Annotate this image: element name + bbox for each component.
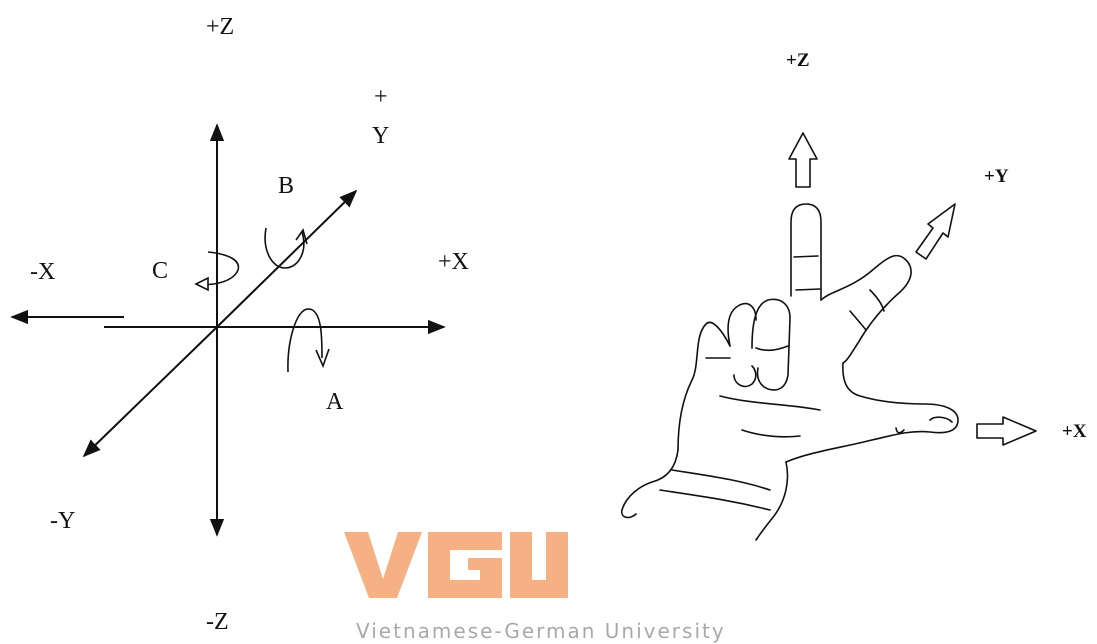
- y-plus-sign-label: +: [374, 84, 388, 110]
- y-letter-label: Y: [372, 123, 389, 149]
- y-axis: [216, 189, 358, 328]
- y-negative-label: -Y: [50, 508, 75, 534]
- rotation-a-arrowhead: [315, 348, 330, 369]
- right-axis-labels: +Z +Y +X: [786, 50, 1087, 442]
- left-axes-diagram: [10, 123, 446, 537]
- vgu-logo: [344, 532, 568, 598]
- rotation-b-arrowhead: [295, 228, 308, 245]
- right-hand-rule-diagram: [620, 132, 1037, 541]
- logo-letter-g: [428, 532, 502, 598]
- palm-line-1: [719, 395, 821, 411]
- thumb: [785, 362, 959, 463]
- thumb-nail: [929, 416, 953, 423]
- hand-drawing: [620, 203, 959, 541]
- z-negative-label: -Z: [206, 609, 229, 635]
- rotation-c-arrow: [196, 251, 240, 286]
- z-positive-label: +Z: [206, 14, 234, 40]
- cuff-line-1: [671, 469, 771, 491]
- thumb-crease: [895, 427, 905, 434]
- cuff-line-2: [659, 489, 771, 511]
- rotation-c-arrowhead: [194, 276, 209, 292]
- rotation-a-label: A: [326, 389, 344, 415]
- x-negative-label: -X: [30, 259, 55, 285]
- y-axis-negative: [82, 326, 218, 458]
- watermark-caption: Vietnamese-German University: [356, 619, 726, 643]
- vgu-watermark: Vietnamese-German University: [344, 532, 726, 643]
- middle-finger-crease-1: [793, 255, 819, 258]
- hand-y-label: +Y: [984, 166, 1009, 187]
- left-axis-labels: +Z -Z + Y +X -X -Y A B C: [30, 14, 469, 635]
- x-positive-label: +X: [438, 249, 469, 275]
- rotation-c-label: C: [152, 258, 168, 284]
- palm-line-2: [741, 429, 801, 438]
- little-finger-tip: [733, 365, 757, 388]
- palm-edge: [677, 321, 731, 451]
- x-hollow-arrow: [976, 416, 1037, 446]
- ring-finger-crease: [755, 345, 789, 351]
- y-hollow-arrow: [915, 203, 956, 260]
- index-finger-crease-2: [849, 310, 867, 331]
- index-finger-crease-1: [869, 289, 885, 312]
- rotation-b-arrow: [264, 227, 305, 269]
- logo-letter-v: [344, 532, 422, 598]
- rotation-b-label: B: [278, 173, 294, 199]
- middle-finger: [790, 203, 822, 301]
- middle-finger-crease-2: [795, 288, 821, 291]
- wrist-cuff: [620, 449, 679, 519]
- little-finger: [727, 302, 757, 347]
- cuff-edge: [755, 461, 789, 541]
- hand-x-label: +X: [1062, 421, 1087, 442]
- hand-z-label: +Z: [786, 50, 810, 71]
- ring-finger: [751, 298, 791, 391]
- rotation-a-arrow: [287, 308, 323, 373]
- z-hollow-arrow: [788, 132, 818, 188]
- logo-letter-u: [510, 532, 568, 598]
- index-finger: [820, 254, 912, 364]
